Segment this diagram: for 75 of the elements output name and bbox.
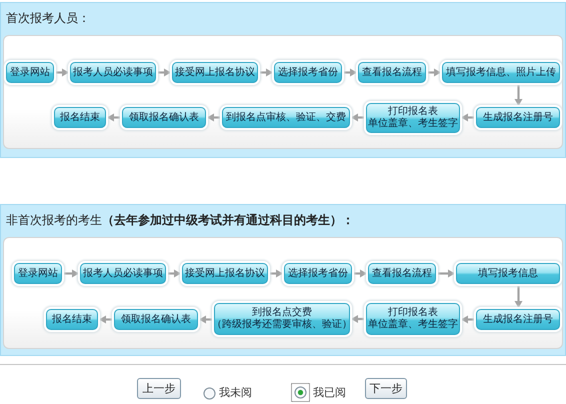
process-box — [222, 107, 350, 128]
arrow — [461, 316, 475, 324]
arrow — [157, 68, 171, 76]
section-title: 非首次报考的考生（去年参加过中级考试并有通过科目的考生）： — [6, 212, 354, 229]
step-label: 选择报考省份 — [278, 66, 338, 78]
process-box — [456, 263, 560, 284]
process-box — [284, 263, 352, 284]
step-label: 登录网站 — [10, 66, 50, 78]
step-label: 到报名点审核、验证、交费 — [226, 112, 346, 124]
arrow — [514, 285, 522, 308]
arrow — [107, 114, 121, 122]
process-box — [172, 62, 258, 83]
step-label: 领取报名确认表 — [129, 112, 199, 124]
arrow — [167, 270, 181, 278]
step-label: 报考人员必读事项 — [83, 268, 163, 280]
step-label: 填写报考信息 — [478, 268, 538, 280]
arrow — [55, 68, 69, 76]
section-title: 首次报考人员： — [6, 10, 90, 27]
step-label: 接受网上报名协议 — [185, 268, 265, 280]
back-button: 上一步 — [137, 378, 181, 399]
process-box — [368, 263, 436, 284]
arrow — [259, 68, 273, 76]
step-label: 到报名点交费 — [252, 307, 312, 318]
process-box — [14, 263, 62, 284]
step-label: 生成报名注册号 — [483, 314, 553, 326]
arrow — [461, 114, 475, 122]
step-label: 单位盖章、考生签字 — [368, 319, 458, 331]
process-box — [54, 107, 106, 128]
step-label: （跨级报考还需要审核、验证） — [212, 319, 352, 331]
step-label: 生成报名注册号 — [483, 112, 553, 124]
process-box — [122, 107, 206, 128]
step-label: 填写报考信息、照片上传 — [446, 66, 556, 78]
arrow — [207, 114, 221, 122]
step-label: 领取报名确认表 — [121, 314, 191, 326]
arrow — [63, 270, 79, 278]
step-label: 接受网上报名协议 — [175, 66, 255, 78]
process-box — [366, 303, 460, 335]
radio-label: 我已阅 — [313, 386, 346, 400]
step-label: 报考人员必读事项 — [73, 66, 153, 78]
step-label: 打印报名表 — [388, 106, 438, 118]
process-box — [214, 303, 350, 335]
step-label: 报名结束 — [52, 314, 92, 326]
process-box — [70, 62, 156, 83]
arrow — [514, 84, 522, 106]
arrow — [351, 114, 365, 122]
arrow — [353, 270, 367, 278]
arrow — [427, 68, 441, 76]
process-box — [476, 309, 560, 330]
process-box — [358, 62, 426, 83]
step-label: 查看报名流程 — [362, 66, 422, 78]
arrow — [199, 316, 213, 324]
process-box — [366, 103, 460, 133]
next-button: 下一步 — [365, 378, 407, 399]
process-box — [182, 263, 268, 284]
arrow — [351, 315, 365, 323]
process-box — [80, 263, 166, 284]
flow-panel — [0, 2, 566, 158]
step-label: 打印报名表 — [388, 307, 438, 318]
step-label: 报名结束 — [60, 112, 100, 124]
process-box — [46, 309, 98, 330]
process-box — [274, 62, 342, 83]
process-box — [114, 309, 198, 330]
arrow — [269, 270, 283, 278]
arrow — [99, 316, 113, 324]
step-label: 查看报名流程 — [372, 268, 432, 280]
arrow — [343, 68, 357, 76]
flow-panel — [0, 204, 566, 356]
step-label: 单位盖章、考生签字 — [368, 118, 458, 130]
arrow — [437, 270, 455, 278]
step-label: 登录网站 — [18, 268, 58, 280]
process-box — [442, 62, 560, 83]
step-label: 选择报考省份 — [288, 268, 348, 280]
process-box — [6, 62, 54, 83]
process-box — [476, 107, 560, 128]
radio-label: 我未阅 — [219, 386, 252, 400]
